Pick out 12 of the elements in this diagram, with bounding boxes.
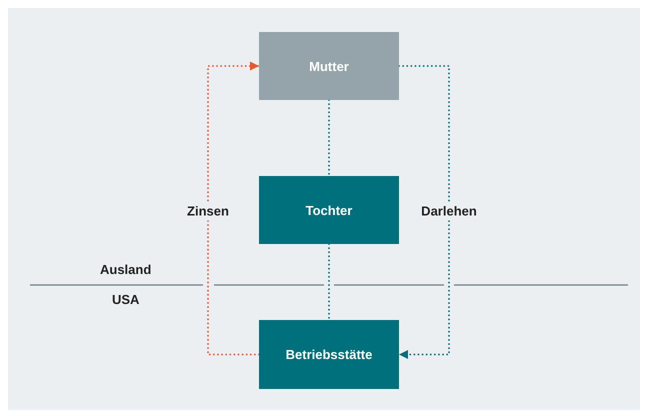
dotted-line <box>328 243 330 321</box>
arrow <box>207 62 260 356</box>
region-label: Ausland <box>100 262 152 277</box>
process-box <box>259 32 399 100</box>
node-label: Tochter <box>306 202 352 218</box>
node-label: Betriebsstätte <box>286 347 372 362</box>
region-label: USA <box>112 292 140 307</box>
process-box <box>259 320 399 389</box>
process-box <box>259 176 399 244</box>
arrow <box>398 65 450 359</box>
node-label: Mutter <box>309 58 349 74</box>
dotted-line <box>328 99 330 177</box>
